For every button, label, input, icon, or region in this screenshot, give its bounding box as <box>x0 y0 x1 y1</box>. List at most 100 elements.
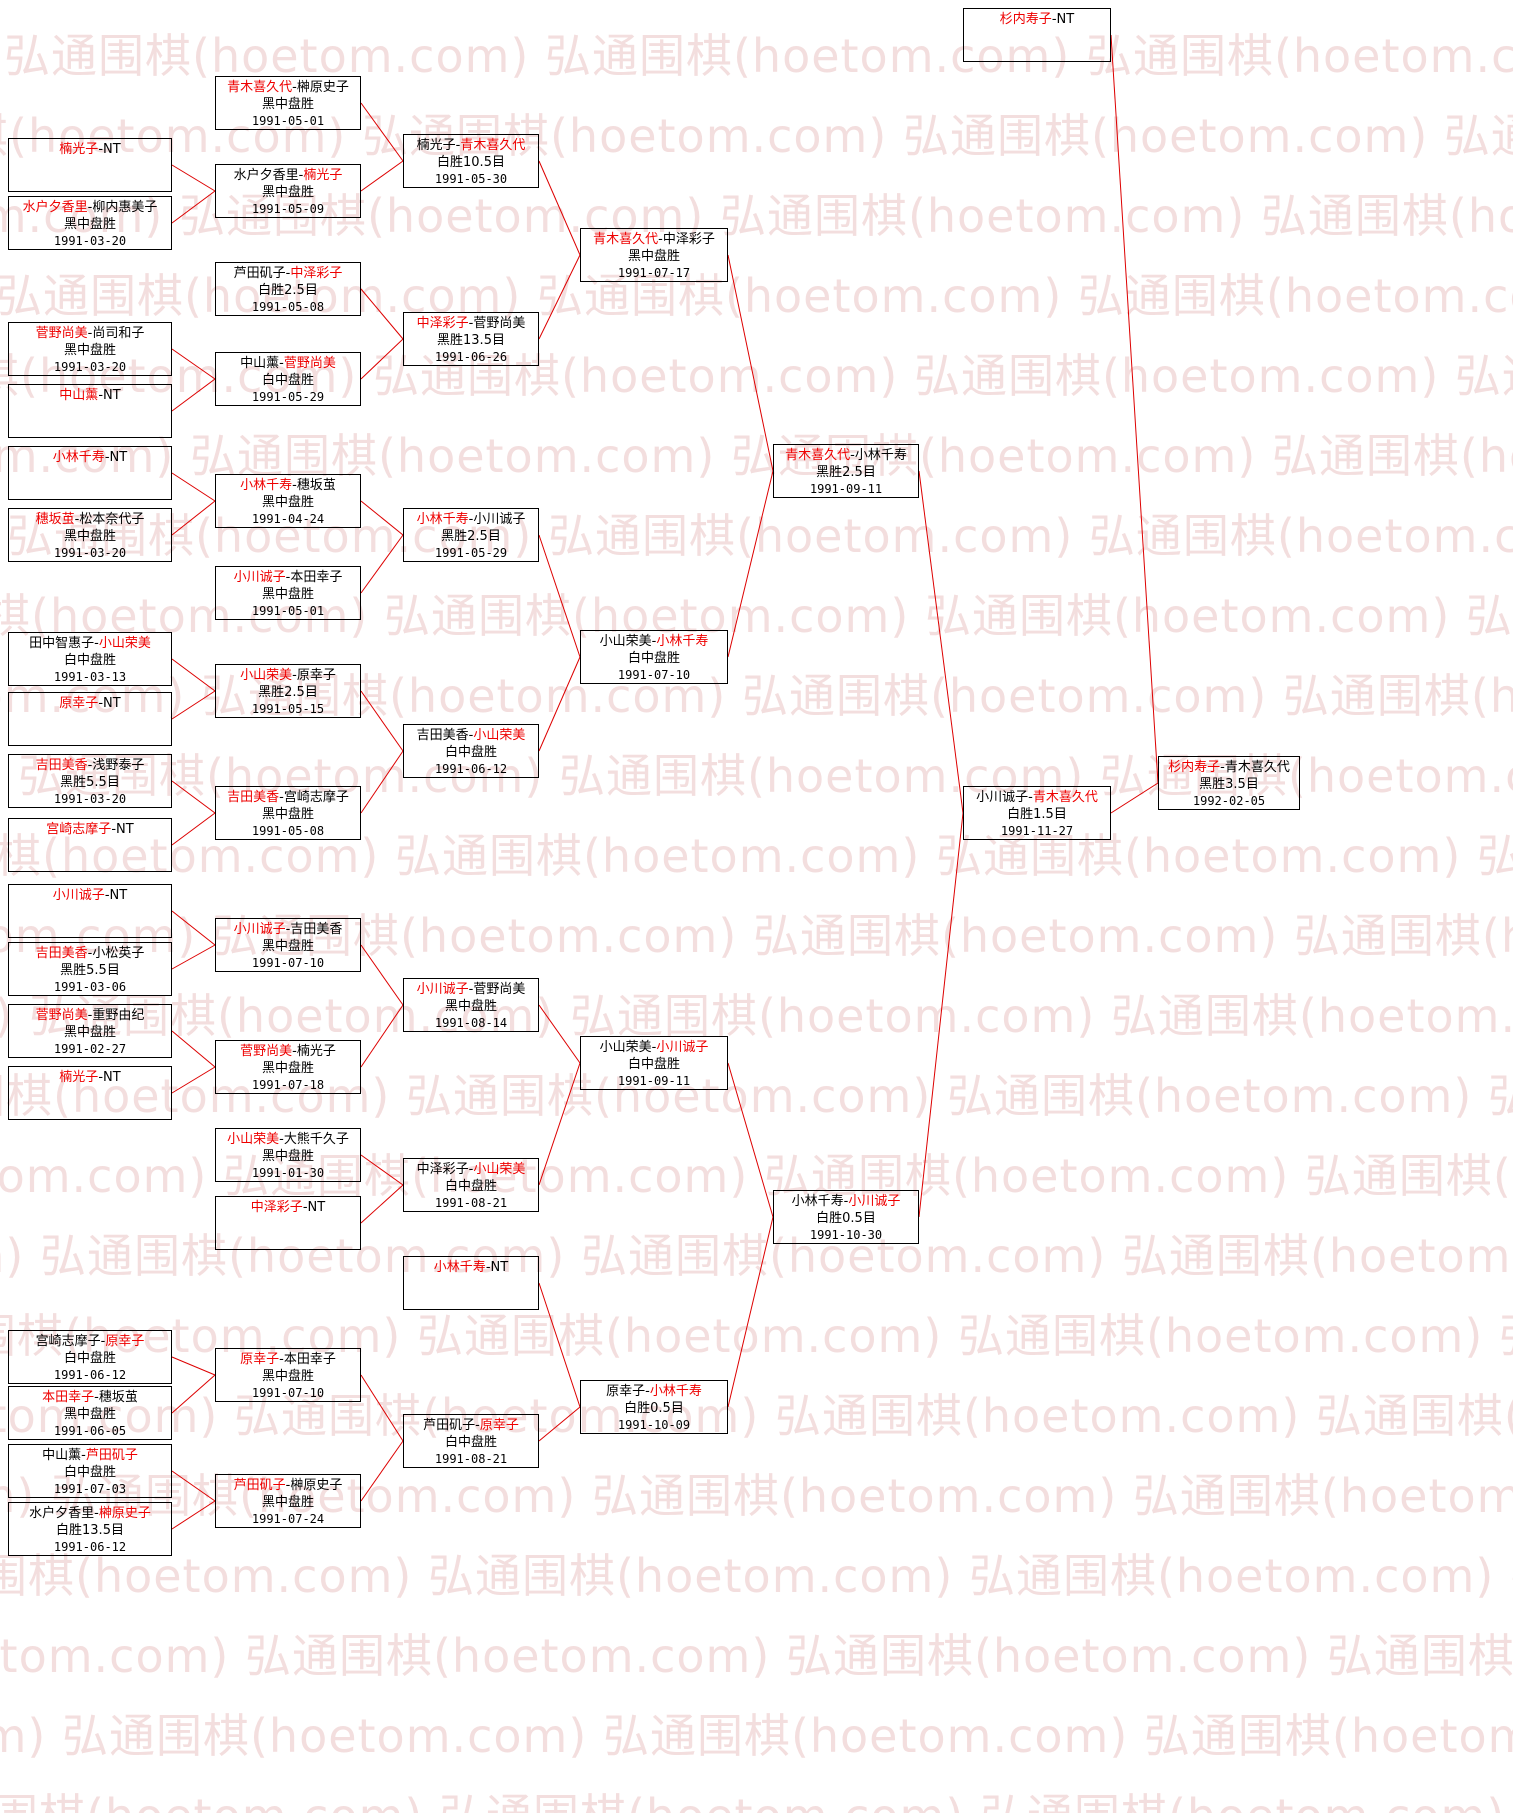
match-result: 黑中盘胜 <box>261 1495 314 1510</box>
match-result: 黑中盘胜 <box>63 1025 116 1040</box>
player-separator: - <box>87 946 93 961</box>
match-box: 水户夕香里-柳内惠美子 黑中盘胜 1991-03-20 <box>8 196 172 250</box>
player1-name: 小川诚子 <box>233 922 286 937</box>
match-players: 吉田美香-小松英子 <box>9 945 171 962</box>
player1-name: 中山薰 <box>240 356 280 371</box>
player-separator: - <box>468 1162 474 1177</box>
match-players: 小林千寿-NT <box>404 1259 538 1276</box>
match-players: 小林千寿-小川诚子 <box>774 1193 918 1210</box>
match-result: 黑中盘胜 <box>261 1149 314 1164</box>
match-box: 小川诚子-本田幸子 黑中盘胜 1991-05-01 <box>215 566 361 620</box>
match-result: 黑中盘胜 <box>261 807 314 822</box>
player1-name: 吉田美香 <box>35 758 88 773</box>
player2-name: NT <box>103 1070 121 1085</box>
player-separator: - <box>285 1478 291 1493</box>
match-players: 楠光子-NT <box>9 141 171 158</box>
match-result: 黑胜2.5目 <box>258 685 318 700</box>
match-players: 杉内寿子-NT <box>964 11 1110 28</box>
player2-name: 小林千寿 <box>854 448 907 463</box>
player-separator: - <box>111 822 117 837</box>
player2-name: 本田幸子 <box>283 1352 336 1367</box>
player1-name: 穗坂茧 <box>35 512 75 527</box>
bracket-connector-line <box>171 910 216 946</box>
player1-name: 中泽彩子 <box>416 1162 469 1177</box>
player2-name: 松本奈代子 <box>79 512 145 527</box>
match-result: 白胜2.5目 <box>258 283 318 298</box>
match-box: 芦田矶子-榊原史子 黑中盘胜 1991-07-24 <box>215 1474 361 1528</box>
player2-name: NT <box>109 888 128 903</box>
player1-name: 中泽彩子 <box>416 316 469 331</box>
match-date: 1991-05-30 <box>434 172 508 186</box>
player1-name: 田中智惠子 <box>29 636 95 651</box>
match-date: 1991-07-03 <box>53 1482 127 1496</box>
match-players: 小川诚子-青木喜久代 <box>964 789 1110 806</box>
player2-name: 小山荣美 <box>98 636 151 651</box>
match-box: 楠光子-NT <box>8 138 172 192</box>
player1-name: 杉内寿子 <box>1168 760 1221 775</box>
match-box: 中泽彩子-NT <box>215 1196 361 1250</box>
match-box: 中泽彩子-小山荣美 白中盘胜 1991-08-21 <box>403 1158 539 1212</box>
player1-name: 水户夕香里 <box>22 200 88 215</box>
player2-name: 小山荣美 <box>473 728 526 743</box>
match-date: 1991-06-12 <box>434 762 508 776</box>
bracket-connector-line <box>171 472 216 502</box>
player-separator: - <box>298 168 304 183</box>
player-separator: - <box>455 138 461 153</box>
bracket-connector-line <box>360 1004 404 1068</box>
player2-name: 青木喜久代 <box>1224 760 1290 775</box>
match-box: 小川诚子-吉田美香 黑中盘胜 1991-07-10 <box>215 918 361 972</box>
player2-name: 小林千寿 <box>649 1384 702 1399</box>
match-result: 白胜0.5目 <box>624 1401 684 1416</box>
player2-name: 本田幸子 <box>290 570 343 585</box>
player-separator: - <box>1051 12 1057 27</box>
match-players: 小林千寿-穗坂茧 <box>216 477 360 494</box>
player-separator: - <box>98 388 104 403</box>
player1-name: 小山荣美 <box>227 1132 280 1147</box>
match-box: 小林千寿-NT <box>403 1256 539 1310</box>
player-separator: - <box>468 316 474 331</box>
player-separator: - <box>658 232 663 247</box>
player2-name: 菅野尚美 <box>473 316 526 331</box>
match-players: 中泽彩子-小山荣美 <box>404 1161 538 1178</box>
bracket-connector-line <box>538 534 581 658</box>
bracket-connector-line <box>360 500 404 536</box>
match-box: 宫崎志摩子-原幸子 白中盘胜 1991-06-12 <box>8 1330 172 1384</box>
match-date: 1991-03-06 <box>53 980 127 994</box>
bracket-connector-line <box>918 812 964 1218</box>
bracket-connector-line <box>538 254 581 340</box>
player-separator: - <box>100 1334 106 1349</box>
player2-name: 穗坂茧 <box>98 1390 138 1405</box>
bracket-connector-line <box>360 338 404 380</box>
player2-name: 原幸子 <box>105 1334 145 1349</box>
match-result: 白中盘胜 <box>627 651 680 666</box>
player-separator: - <box>98 696 104 711</box>
match-players: 宫崎志摩子-原幸子 <box>9 1333 171 1350</box>
player-separator: - <box>104 888 110 903</box>
match-box: 小林千寿-穗坂茧 黑中盘胜 1991-04-24 <box>215 474 361 528</box>
match-box: 小川诚子-菅野尚美 黑中盘胜 1991-08-14 <box>403 978 539 1032</box>
match-date: 1991-03-20 <box>53 360 127 374</box>
match-players: 菅野尚美-楠光子 <box>216 1043 360 1060</box>
bracket-connector-line <box>171 944 216 970</box>
bracket-connector-line <box>727 1216 774 1408</box>
player1-name: 小山荣美 <box>599 1040 652 1055</box>
bracket-connector-line <box>171 1470 216 1502</box>
bracket-connector-line <box>1110 34 1159 784</box>
match-box: 中泽彩子-菅野尚美 黑胜13.5目 1991-06-26 <box>403 312 539 366</box>
match-result: 黑中盘胜 <box>261 939 314 954</box>
player-separator: - <box>850 448 855 463</box>
match-date: 1991-06-26 <box>434 350 508 364</box>
match-result: 白中盘胜 <box>444 745 497 760</box>
match-date: 1991-03-20 <box>53 792 127 806</box>
player-separator: - <box>104 450 110 465</box>
match-box: 小山荣美-小林千寿 白中盘胜 1991-07-10 <box>580 630 728 684</box>
player1-name: 菅野尚美 <box>35 1008 88 1023</box>
bracket-connector-line <box>171 190 216 224</box>
player-separator: - <box>468 512 474 527</box>
player-separator: - <box>485 1260 491 1275</box>
player1-name: 青木喜久代 <box>785 448 851 463</box>
match-result: 黑中盘胜 <box>63 529 116 544</box>
match-result: 白中盘胜 <box>444 1435 497 1450</box>
match-date: 1991-05-01 <box>251 604 325 618</box>
